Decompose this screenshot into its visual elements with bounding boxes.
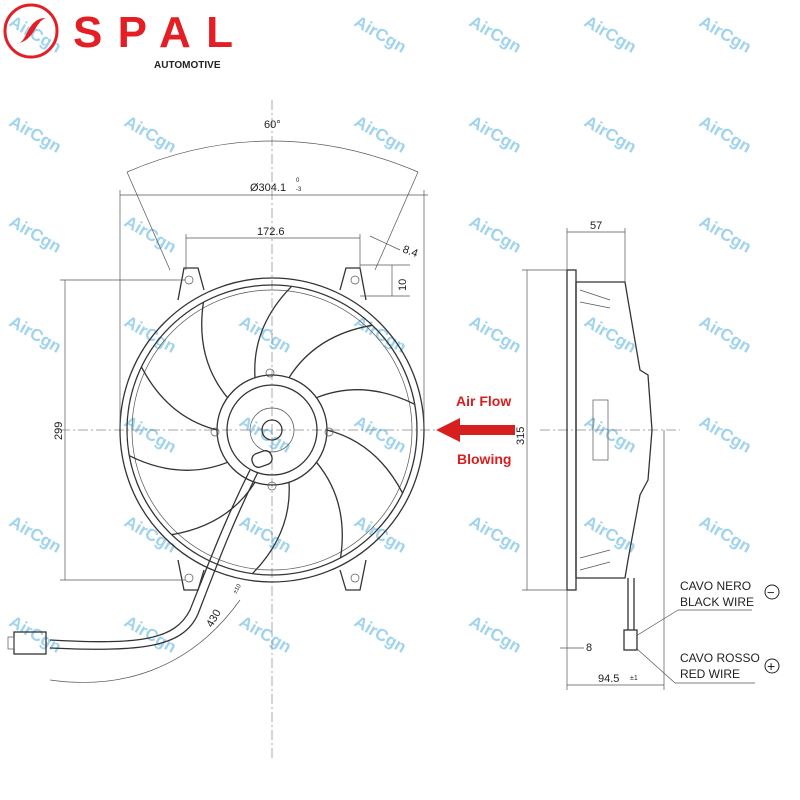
watermark: AirCgn bbox=[696, 112, 755, 157]
dim-overall-depth: 94.5 bbox=[598, 673, 619, 685]
red-wire-label-it: CAVO ROSSO bbox=[680, 651, 760, 665]
airflow-label: Air Flow bbox=[456, 393, 511, 409]
black-wire-sign: − bbox=[767, 585, 775, 600]
watermark: AirCgn bbox=[466, 312, 525, 357]
watermark: AirCgn bbox=[696, 512, 755, 557]
fan-blade bbox=[251, 482, 290, 575]
watermark: AirCgn bbox=[6, 312, 65, 357]
side-view: 57 315 8 94.5 ±1 bbox=[515, 220, 755, 690]
dim-angle: 60° bbox=[264, 119, 281, 131]
logo-brand: SPAL bbox=[73, 8, 233, 57]
black-wire-label-it: CAVO NERO bbox=[680, 579, 751, 593]
watermark: AirCgn bbox=[696, 312, 755, 357]
dim-overall-tol: ±1 bbox=[630, 675, 638, 682]
airflow-arrow-icon bbox=[436, 418, 515, 442]
watermark: AirCgn bbox=[6, 112, 65, 157]
wire-labels: CAVO NERO BLACK WIRE − CAVO ROSSO RED WI… bbox=[680, 579, 780, 681]
watermark: AirCgn bbox=[351, 412, 410, 457]
front-view bbox=[7, 100, 440, 760]
watermark: AirCgn bbox=[466, 512, 525, 557]
watermark: AirCgn bbox=[236, 612, 295, 657]
dim-diameter: Ø304.1 bbox=[250, 182, 286, 194]
dim-diameter-tol-upper: 0 bbox=[296, 178, 300, 184]
watermark: AirCgn bbox=[696, 212, 755, 257]
blowing-label: Blowing bbox=[457, 451, 511, 467]
watermark: AirCgn bbox=[351, 112, 410, 157]
dim-cable-tol: ±10 bbox=[233, 583, 244, 595]
logo-sub: AUTOMOTIVE bbox=[154, 60, 221, 71]
watermark: AirCgn bbox=[351, 12, 410, 57]
watermark: AirCgn bbox=[6, 212, 65, 257]
watermark: AirCgn bbox=[121, 112, 180, 157]
front-dimensions: 60° Ø304.1 0 -3 172.6 8.4 10 299 430 ±10 bbox=[49, 119, 428, 683]
plus-icon bbox=[764, 658, 780, 674]
fan-blade bbox=[201, 302, 229, 399]
watermark: AirCgn bbox=[121, 412, 180, 457]
dim-diameter-tol-lower: -3 bbox=[296, 187, 302, 193]
dim-cable-length: 430 bbox=[204, 608, 224, 630]
minus-icon bbox=[764, 584, 780, 600]
watermark: AirCgn bbox=[696, 412, 755, 457]
watermark: AirCgn bbox=[6, 612, 65, 657]
spal-emblem-icon bbox=[3, 3, 59, 59]
fan-blade bbox=[326, 429, 404, 494]
watermark: AirCgn bbox=[466, 112, 525, 157]
dim-depth: 57 bbox=[590, 220, 602, 232]
watermark: AirCgn bbox=[581, 412, 640, 457]
dim-tab-width: 8.4 bbox=[401, 244, 419, 261]
dim-height-front: 299 bbox=[53, 422, 65, 440]
watermark: AirCgn bbox=[696, 12, 755, 57]
watermark: AirCgn bbox=[466, 212, 525, 257]
spal-swoosh-icon bbox=[16, 18, 46, 44]
black-wire-label-en: BLACK WIRE bbox=[680, 595, 754, 609]
watermark: AirCgn bbox=[236, 312, 295, 357]
dim-height-side: 315 bbox=[515, 427, 527, 445]
watermark: AirCgn bbox=[581, 12, 640, 57]
watermark: AirCgn bbox=[581, 112, 640, 157]
fan-blade bbox=[316, 389, 415, 405]
fan-blade bbox=[288, 324, 373, 379]
fan-blade bbox=[315, 461, 343, 558]
dim-tab-offset: 10 bbox=[397, 279, 409, 291]
dim-hole-spacing: 172.6 bbox=[257, 226, 285, 238]
fan-blade bbox=[140, 366, 218, 431]
watermark: AirCgn bbox=[581, 512, 640, 557]
watermark: AirCgn bbox=[351, 612, 410, 657]
airflow-indicator: Air Flow Blowing bbox=[436, 393, 515, 467]
watermark: AirCgn bbox=[466, 12, 525, 57]
watermark: AirCgn bbox=[121, 212, 180, 257]
red-wire-label-en: RED WIRE bbox=[680, 667, 740, 681]
watermark: AirCgn bbox=[121, 612, 180, 657]
watermark: AirCgn bbox=[6, 512, 65, 557]
fan-blade bbox=[129, 455, 228, 471]
fan-blade bbox=[254, 285, 293, 378]
dim-flange: 8 bbox=[586, 642, 592, 654]
watermark: AirCgn bbox=[466, 612, 525, 657]
red-wire-sign: + bbox=[767, 658, 775, 674]
